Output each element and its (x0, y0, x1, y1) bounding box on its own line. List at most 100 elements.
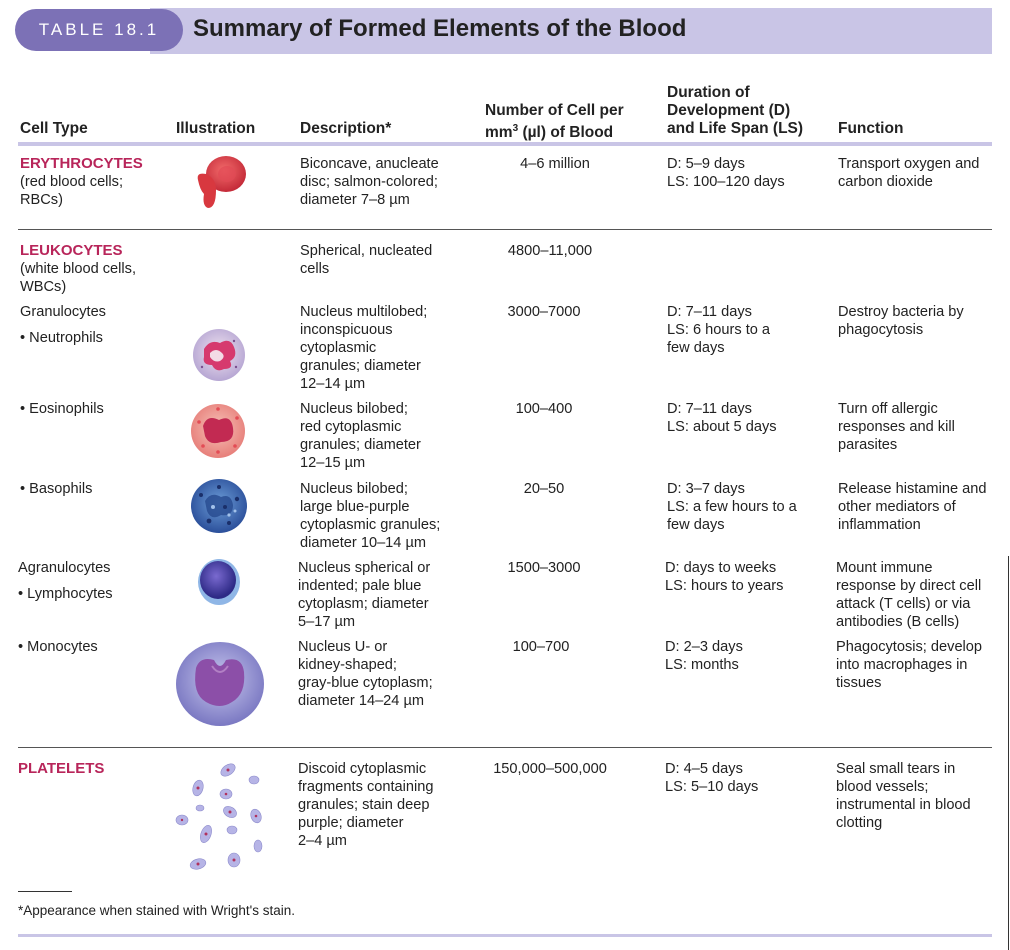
eosinophils-number: 100–400 (515, 401, 573, 417)
function-line: Phagocytosis; develop (836, 639, 983, 655)
monocytes-number: 100–700 (512, 639, 570, 655)
erythrocytes-duration: D: 5–9 days LS: 100–120 days (667, 155, 785, 191)
basophils-description: Nucleus bilobed; large blue-purple cytop… (300, 480, 440, 552)
eosinophils-description: Nucleus bilobed; red cytoplasmic granule… (300, 400, 421, 472)
desc-line: Nucleus bilobed; (300, 481, 408, 497)
eosinophil-illustration (191, 404, 245, 458)
platelets-name: PLATELETS (18, 760, 105, 777)
duration-line: LS: about 5 days (667, 419, 777, 435)
function-line: Seal small tears in (836, 761, 956, 777)
desc-line: 12–15 µm (300, 455, 366, 471)
basophils-number: 20–50 (523, 481, 565, 497)
duration-line: D: 2–3 days (665, 639, 743, 655)
footnote-rule (18, 891, 72, 892)
function-line: response by direct cell (836, 578, 982, 594)
col-header-function: Function (838, 120, 904, 137)
header-rule (18, 142, 992, 146)
basophils-label: • Basophils (20, 481, 93, 497)
monocytes-function: Phagocytosis; develop into macrophages i… (836, 638, 982, 692)
desc-line: granules; diameter (300, 358, 421, 374)
desc-line: Discoid cytoplasmic (298, 761, 427, 777)
function-line: into macrophages in (836, 657, 968, 673)
desc-line: gray-blue cytoplasm; (298, 675, 433, 691)
desc-line: Nucleus spherical or (298, 560, 431, 576)
duration-line: few days (667, 517, 725, 533)
function-line: carbon dioxide (838, 174, 933, 190)
col-header-number-line1: Number of Cell per (485, 102, 624, 119)
duration-line: LS: hours to years (665, 578, 784, 594)
lymphocytes-label: • Lymphocytes (18, 586, 113, 602)
col-header-description: Description* (300, 120, 392, 137)
desc-line: Nucleus U- or (298, 639, 388, 655)
erythrocytes-description: Biconcave, anucleate disc; salmon-colore… (300, 155, 439, 209)
neutrophils-label: • Neutrophils (20, 330, 103, 346)
col-header-duration: Duration of Development (D) and Life Spa… (667, 84, 803, 138)
neutrophil-illustration (193, 329, 245, 381)
erythrocytes-sub-line: RBCs) (20, 192, 63, 208)
col-header-illustration: Illustration (176, 120, 256, 137)
platelets-illustration (175, 763, 263, 870)
neutrophils-function: Destroy bacteria by phagocytosis (838, 303, 964, 339)
unit-suffix: (µl) of Blood (518, 124, 614, 142)
right-edge-line (1008, 556, 1009, 950)
desc-line: 12–14 µm (300, 376, 366, 392)
basophils-duration: D: 3–7 days LS: a few hours to a few day… (667, 480, 797, 534)
duration-line: LS: a few hours to a (667, 499, 797, 515)
erythrocytes-sub: (red blood cells; RBCs) (20, 173, 123, 209)
granulocytes-label: Granulocytes (20, 304, 106, 320)
duration-line: D: 4–5 days (665, 761, 743, 777)
col-header-number: Number of Cell per mm3 (µl) of Blood (485, 102, 624, 142)
desc-line: Nucleus bilobed; (300, 401, 408, 417)
desc-line: cells (300, 261, 330, 277)
duration-line: LS: 100–120 days (667, 174, 785, 190)
duration-line: D: days to weeks (665, 560, 777, 576)
col-header-duration-line2: Development (D) (667, 102, 791, 119)
function-line: Transport oxygen and (838, 156, 980, 172)
desc-line: diameter 7–8 µm (300, 192, 410, 208)
unit-mm: mm (485, 124, 513, 142)
desc-line: Biconcave, anucleate (300, 156, 439, 172)
erythrocyte-illustration (197, 156, 246, 208)
footnote: *Appearance when stained with Wright's s… (18, 903, 295, 918)
function-line: responses and kill (838, 419, 955, 435)
function-line: Destroy bacteria by (838, 304, 964, 320)
desc-line: purple; diameter (298, 815, 404, 831)
function-line: attack (T cells) or via (836, 596, 971, 612)
desc-line: cytoplasmic (300, 340, 377, 356)
desc-line: inconspicuous (300, 322, 393, 338)
desc-line: indented; pale blue (298, 578, 422, 594)
desc-line: kidney-shaped; (298, 657, 397, 673)
agranulocytes-label: Agranulocytes (18, 560, 111, 576)
bottom-rule (18, 934, 992, 937)
desc-line: granules; diameter (300, 437, 421, 453)
table-number-badge: TABLE 18.1 (15, 9, 183, 51)
lymphocytes-duration: D: days to weeks LS: hours to years (665, 559, 783, 595)
duration-line: D: 7–11 days (667, 304, 752, 320)
monocytes-description: Nucleus U- or kidney-shaped; gray-blue c… (298, 638, 433, 710)
basophil-illustration (191, 479, 247, 533)
desc-line: cytoplasm; diameter (298, 596, 429, 612)
section-divider (18, 229, 992, 230)
erythrocytes-sub-line: (red blood cells; (20, 174, 124, 190)
erythrocytes-function: Transport oxygen and carbon dioxide (838, 155, 979, 191)
section-divider (18, 747, 992, 748)
unit-sup: 3 (512, 123, 519, 134)
basophils-function: Release histamine and other mediators of… (838, 480, 986, 534)
platelets-duration: D: 4–5 days LS: 5–10 days (665, 760, 758, 796)
col-header-cell-type: Cell Type (20, 120, 88, 137)
lymphocytes-function: Mount immune response by direct cell att… (836, 559, 981, 631)
neutrophils-description: Nucleus multilobed; inconspicuous cytopl… (300, 303, 427, 393)
desc-line: Spherical, nucleated (300, 243, 433, 259)
leukocytes-sub: (white blood cells, WBCs) (20, 260, 136, 296)
duration-line: LS: 6 hours to a (667, 322, 771, 338)
desc-line: diameter 14–24 µm (298, 693, 425, 709)
function-line: parasites (838, 437, 898, 453)
col-header-duration-line3: and Life Span (LS) (667, 120, 804, 137)
col-header-number-line2: mm3 (µl) of Blood (485, 120, 624, 142)
platelets-description: Discoid cytoplasmic fragments containing… (298, 760, 433, 850)
desc-line: disc; salmon-colored; (300, 174, 438, 190)
lymphocytes-description: Nucleus spherical or indented; pale blue… (298, 559, 430, 631)
duration-line: few days (667, 340, 725, 356)
function-line: tissues (836, 675, 882, 691)
leukocytes-number: 4800–11,000 (507, 243, 593, 259)
